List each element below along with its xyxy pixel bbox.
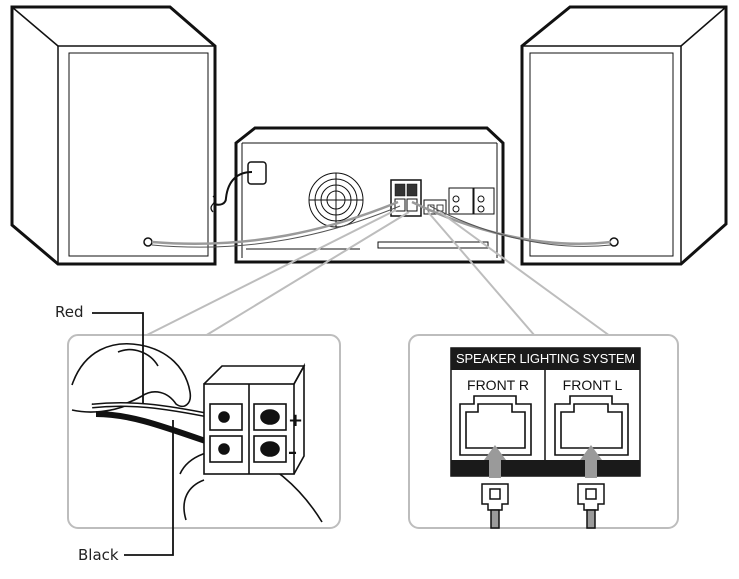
speaker-lighting-system-header: SPEAKER LIGHTING SYSTEM xyxy=(456,351,635,366)
right-speaker xyxy=(520,5,728,266)
main-unit xyxy=(210,126,505,264)
left-speaker xyxy=(10,5,217,266)
light-plug-front-l xyxy=(577,483,605,529)
callout-lines xyxy=(92,312,174,556)
unit-speaker-terminals xyxy=(390,179,422,217)
zoom-projection-lines xyxy=(144,209,611,337)
front-l-label: FRONT L xyxy=(562,377,623,393)
arrow-up-icon xyxy=(580,445,602,460)
red-wire-label: Red xyxy=(55,303,84,321)
minus-sign: – xyxy=(288,442,297,463)
speaker-cables xyxy=(151,200,612,248)
terminal-detail-art xyxy=(71,343,323,523)
front-r-label: FRONT R xyxy=(467,377,529,393)
connector-panel xyxy=(450,347,641,478)
arrow-up-icon xyxy=(484,445,506,460)
fan-grille xyxy=(308,172,364,228)
front-r-socket xyxy=(459,395,532,456)
plus-sign: + xyxy=(288,410,303,431)
front-l-socket xyxy=(554,395,629,456)
light-plug-front-r xyxy=(481,483,509,529)
black-wire-label: Black xyxy=(78,546,119,564)
